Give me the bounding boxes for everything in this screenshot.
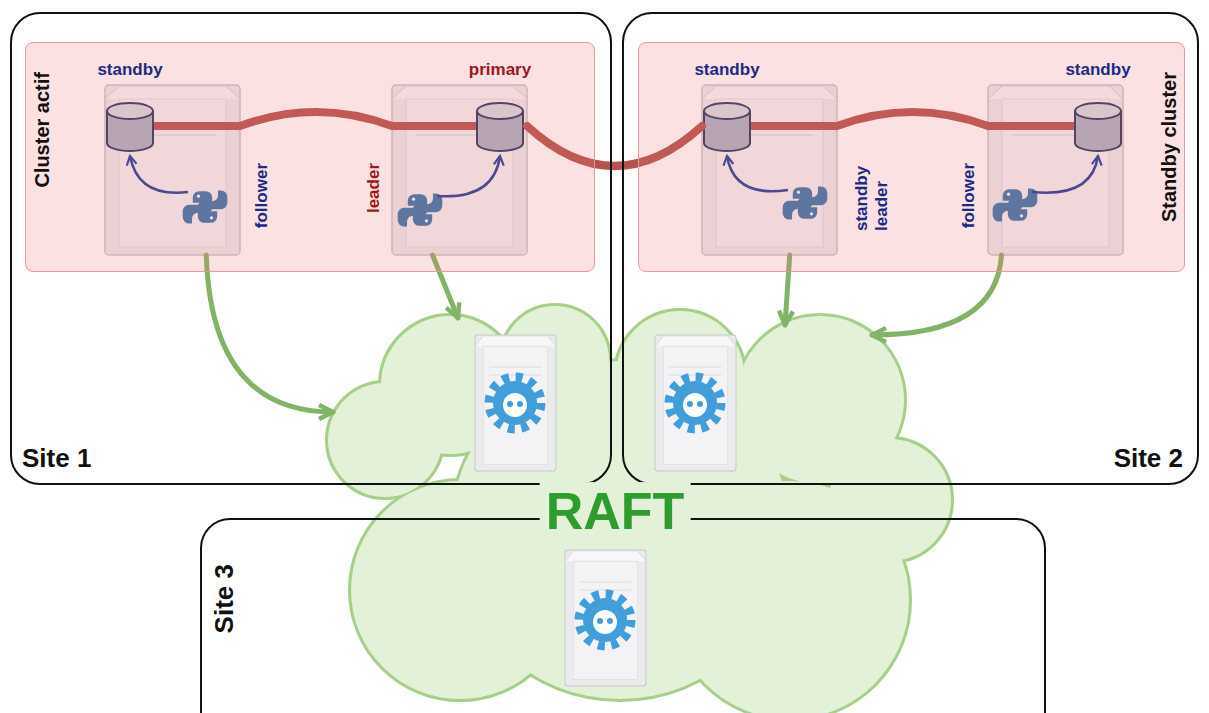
role-label: standby <box>1065 60 1130 80</box>
cluster-box: Standby clusterstandbystandby leaderstan… <box>638 42 1185 272</box>
etcd-server <box>565 550 646 686</box>
raft-cloud <box>327 305 952 713</box>
text-holder: Standby cluster <box>1158 72 1181 226</box>
role-label: standby <box>694 60 759 80</box>
role-label: standby <box>97 60 162 80</box>
state-label: follower <box>252 163 272 228</box>
state-label: leader <box>364 163 384 213</box>
server-box: standbyfollower <box>105 85 240 255</box>
text-holder: Cluster actif <box>31 72 54 192</box>
etcd-server <box>655 335 736 471</box>
server-box: standbystandby leader <box>702 85 837 255</box>
site-label: Site 3 <box>210 564 240 633</box>
text-holder: standby <box>1065 60 1130 80</box>
site-region: Site 1Cluster actifstandbyfollowerprimar… <box>10 12 612 485</box>
text-holder: follower <box>252 163 272 232</box>
etcd-logo <box>669 377 721 429</box>
etcd-logo <box>489 377 541 429</box>
state-label: standby leader <box>852 155 891 231</box>
raft-link <box>206 255 333 412</box>
text-holder: follower <box>959 163 979 232</box>
raft-cloud-box: RAFT <box>318 283 958 713</box>
server-box: standbyfollower <box>988 85 1123 255</box>
text-holder: standby leader <box>852 155 891 235</box>
site-label: Site 2 <box>1114 444 1183 474</box>
text-holder: standby <box>694 60 759 80</box>
etcd-server <box>475 335 556 471</box>
cloud-label: RAFT <box>540 482 691 542</box>
text-holder: Site 3 <box>210 564 240 637</box>
role-label: primary <box>469 60 531 80</box>
cluster-box: Cluster actifstandbyfollowerprimaryleade… <box>25 42 595 272</box>
state-label: follower <box>959 163 979 228</box>
text-holder: RAFT <box>540 482 691 542</box>
server-box: primaryleader <box>392 85 527 255</box>
text-holder: standby <box>97 60 162 80</box>
site-label: Site 1 <box>22 444 91 474</box>
site-region: Site 3 <box>200 518 1046 713</box>
text-holder: Site 2 <box>1114 444 1183 474</box>
cluster-label: Standby cluster <box>1158 72 1181 222</box>
text-holder: primary <box>469 60 531 80</box>
text-holder: leader <box>364 163 384 217</box>
text-holder: Site 1 <box>22 444 91 474</box>
site-region: Site 2Standby clusterstandbystandby lead… <box>622 12 1199 485</box>
etcd-logo <box>579 594 631 646</box>
cluster-label: Cluster actif <box>31 72 54 188</box>
